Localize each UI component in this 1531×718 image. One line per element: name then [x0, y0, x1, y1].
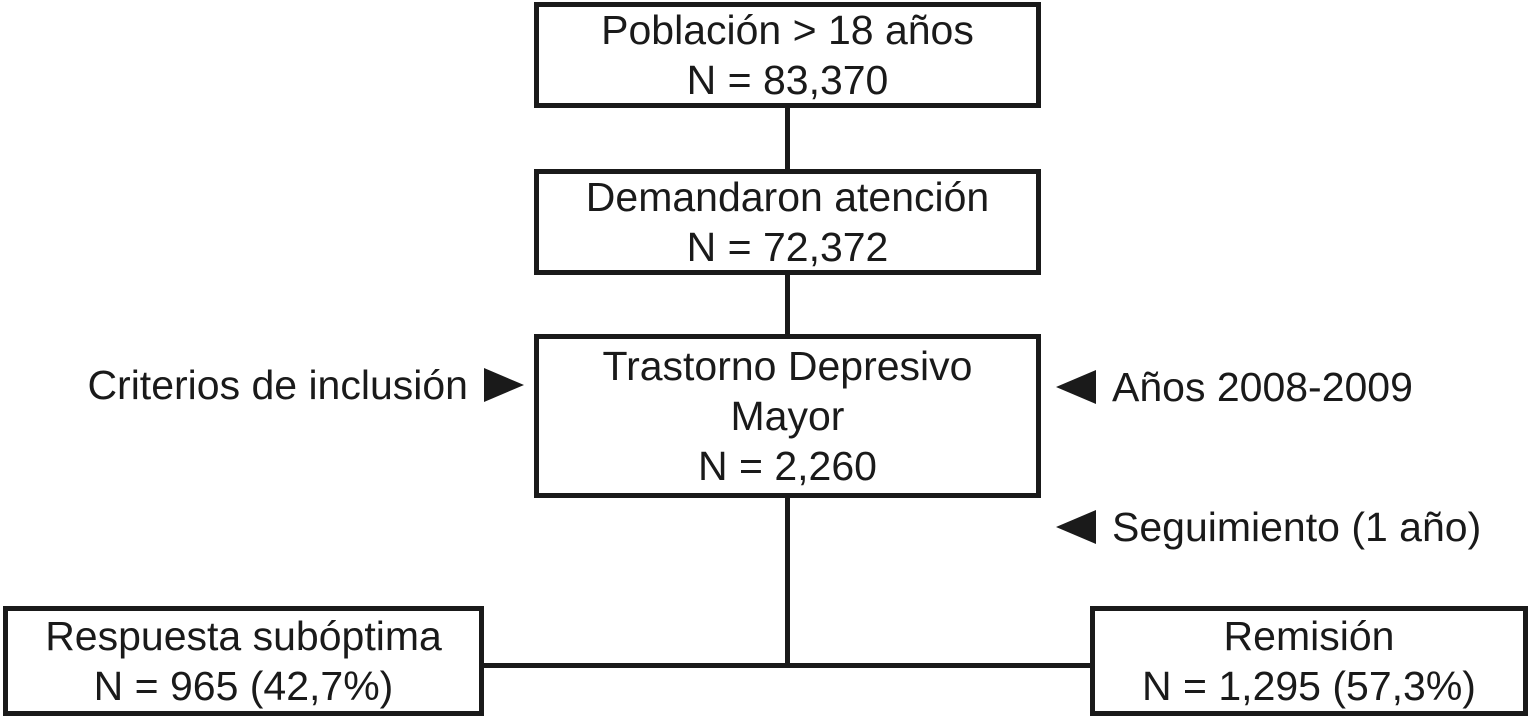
box-mdd-title-line2: Mayor	[730, 392, 845, 439]
arrow-left-icon	[1056, 370, 1096, 404]
box-suboptimal-count: N = 965 (42,7%)	[93, 663, 394, 709]
box-remission: Remisión N = 1,295 (57,3%)	[1090, 606, 1528, 716]
box-major-depressive-disorder: Trastorno Depresivo Mayor N = 2,260	[534, 334, 1041, 498]
box-population-title: Población > 18 años	[601, 6, 974, 53]
arrow-left-icon	[1056, 510, 1096, 544]
box-population-count: N = 83,370	[686, 57, 889, 103]
connector-population-care	[785, 108, 790, 169]
connector-outcomes-horizontal	[483, 663, 1090, 668]
box-suboptimal-title: Respuesta subóptima	[45, 612, 442, 659]
annotation-followup: Seguimiento (1 año)	[1056, 504, 1481, 550]
box-remission-count: N = 1,295 (57,3%)	[1142, 663, 1476, 709]
box-mdd-count: N = 2,260	[698, 443, 877, 489]
connector-mdd-outcomes	[785, 498, 790, 668]
box-demanded-care-count: N = 72,372	[686, 224, 889, 270]
annotation-inclusion-criteria: Criterios de inclusión	[60, 362, 524, 408]
arrow-right-icon	[484, 368, 524, 402]
box-remission-title: Remisión	[1223, 612, 1395, 659]
box-demanded-care-title: Demandaron atención	[585, 173, 990, 220]
box-population: Población > 18 años N = 83,370	[534, 2, 1041, 108]
box-suboptimal-response: Respuesta subóptima N = 965 (42,7%)	[3, 606, 484, 716]
annotation-years: Años 2008-2009	[1056, 364, 1413, 410]
followup-label: Seguimiento (1 año)	[1112, 503, 1482, 550]
box-mdd-title-line1: Trastorno Depresivo	[602, 342, 973, 389]
years-label: Años 2008-2009	[1112, 363, 1413, 410]
connector-care-mdd	[785, 275, 790, 334]
inclusion-criteria-label: Criterios de inclusión	[87, 361, 468, 408]
box-demanded-care: Demandaron atención N = 72,372	[534, 169, 1041, 275]
